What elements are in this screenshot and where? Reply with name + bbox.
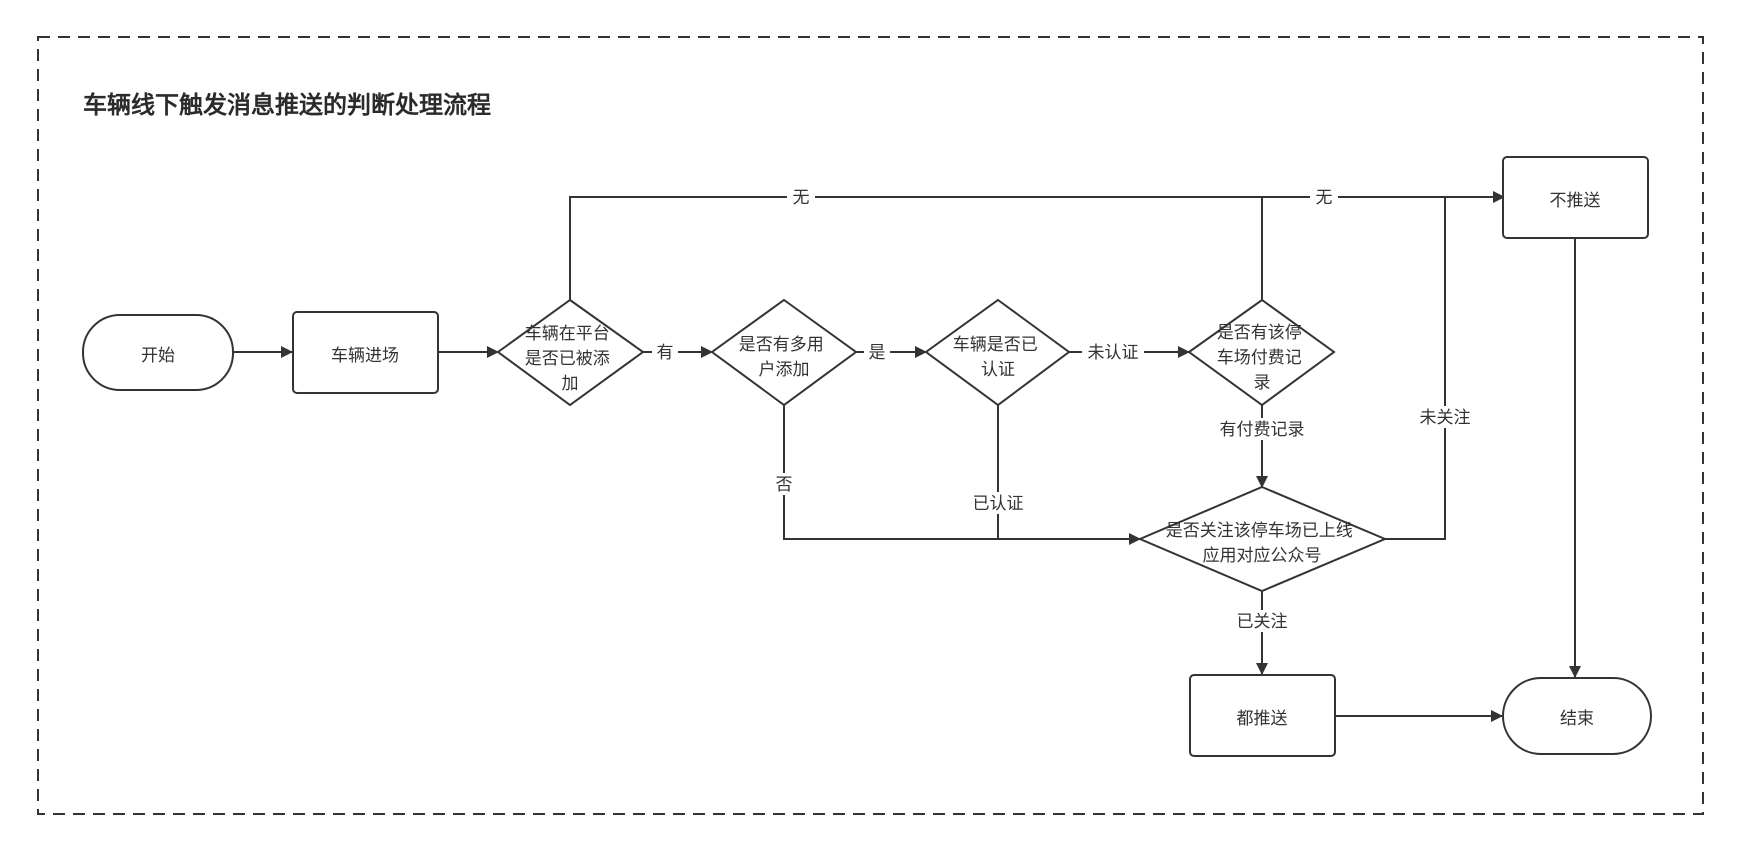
edge-d1-none-to-no-push (569, 191, 1505, 300)
edge-label-d4-has-record: 有付费记录 (1212, 418, 1312, 440)
edge-label-d4-none: 无 (1310, 186, 1338, 208)
svg-text:都推送: 都推送 (1237, 709, 1288, 729)
node-decision-followed-account: 是否关注该停车场已上线 应用对应公众号 (1137, 485, 1388, 593)
edge-label-d2-no: 否 (771, 473, 797, 495)
svg-text:未认证: 未认证 (1088, 343, 1139, 363)
svg-text:否: 否 (776, 475, 793, 495)
svg-text:是否有多用 户添加: 是否有多用 户添加 (739, 335, 829, 380)
node-start: 开始 (82, 314, 234, 391)
svg-text:是否关注该停车场已上线 应用对应公众号: 是否关注该停车场已上线 应用对应公众号 (1166, 521, 1358, 566)
diagram-title: 车辆线下触发消息推送的判断处理流程 (83, 91, 491, 119)
edge-label-d1-none: 无 (787, 186, 815, 208)
edge-label-d3-verified: 已认证 (966, 492, 1030, 514)
node-no-push: 不推送 (1502, 156, 1649, 239)
edge-label-d2-yes: 是 (864, 341, 890, 363)
svg-text:车辆在平台 是否已被添 加: 车辆在平台 是否已被添 加 (525, 324, 615, 394)
edge-d2-no-to-d5 (783, 405, 1141, 545)
edge-label-d1-yes: 有 (652, 341, 678, 363)
svg-text:有付费记录: 有付费记录 (1220, 420, 1305, 440)
node-end: 结束 (1502, 677, 1652, 755)
node-vehicle-enter: 车辆进场 (292, 311, 439, 394)
node-decision-multi-user: 是否有多用 户添加 (710, 298, 858, 407)
edge-label-d5-followed: 已关注 (1231, 610, 1293, 632)
svg-text:车辆是否已 认证: 车辆是否已 认证 (953, 335, 1043, 380)
edge-d5-not-followed (1385, 197, 1446, 540)
svg-text:已认证: 已认证 (973, 494, 1024, 514)
node-decision-vehicle-verified: 车辆是否已 认证 (924, 298, 1071, 407)
edge-label-d5-not-followed: 未关注 (1414, 406, 1476, 428)
node-decision-added-to-platform: 车辆在平台 是否已被添 加 (496, 298, 645, 407)
node-push-all: 都推送 (1189, 674, 1336, 757)
edge-label-d3-unverified: 未认证 (1082, 341, 1144, 363)
node-decision-payment-record: 是否有该停 车场付费记 录 (1187, 298, 1336, 407)
svg-text:是: 是 (869, 343, 886, 363)
svg-text:无: 无 (1316, 188, 1333, 208)
svg-text:不推送: 不推送 (1550, 191, 1601, 211)
svg-text:车辆进场: 车辆进场 (331, 346, 399, 366)
svg-text:有: 有 (657, 343, 674, 363)
svg-text:结束: 结束 (1560, 709, 1594, 729)
svg-text:无: 无 (793, 188, 810, 208)
svg-text:未关注: 未关注 (1420, 408, 1471, 428)
svg-text:开始: 开始 (141, 346, 175, 366)
svg-text:是否有该停 车场付费记 录: 是否有该停 车场付费记 录 (1217, 323, 1307, 393)
svg-text:已关注: 已关注 (1237, 612, 1288, 632)
